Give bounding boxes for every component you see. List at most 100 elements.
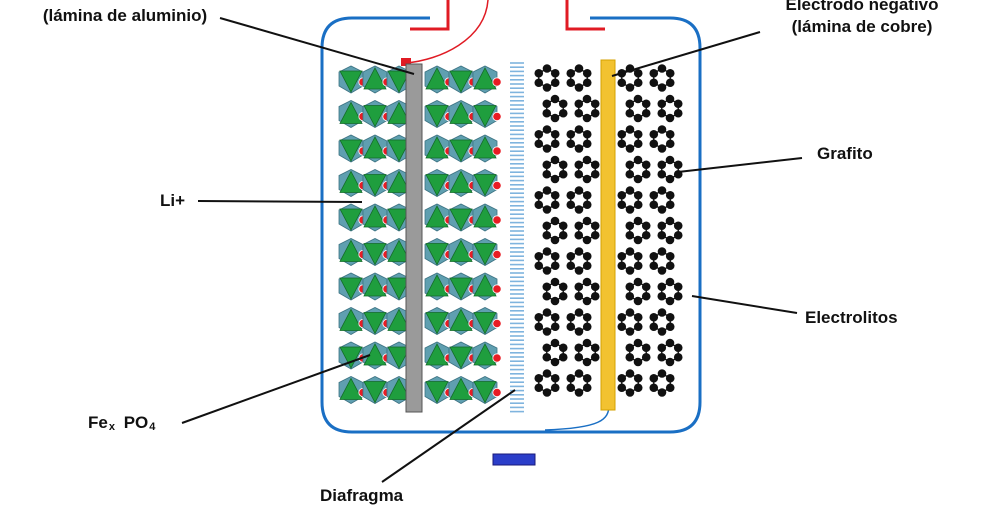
graphite-ring (534, 64, 560, 92)
positive-lead-wire (405, 0, 489, 64)
leader-line-cathode-material (181, 354, 371, 424)
lithium-ion-dot (492, 249, 502, 260)
graphite-ring (649, 186, 675, 214)
cathode-unit (424, 376, 450, 404)
cathode-unit (338, 65, 364, 94)
separator-label: Diafragma (320, 486, 404, 505)
lithium-ion-dot (492, 284, 502, 294)
graphite-ring (625, 155, 651, 184)
lithium-ion-dot (492, 318, 502, 329)
cathode-unit (472, 134, 498, 163)
graphite-ring (566, 64, 592, 92)
lithium-ion-dot (492, 215, 502, 225)
graphite-ring (617, 247, 643, 275)
cathode-unit (448, 376, 474, 404)
negative-electrode-label: Electrodo negativo (lámina de cobre) (785, 0, 939, 36)
graphite-ring (625, 338, 651, 367)
lithium-ion-dot (492, 353, 502, 363)
cathode-unit (472, 100, 498, 128)
leader-line-graphite (677, 157, 803, 173)
graphite-ring (617, 369, 643, 397)
cathode-unit (362, 272, 388, 301)
cathode-unit (448, 238, 474, 266)
cathode-unit (424, 341, 450, 370)
graphite-ring (566, 186, 592, 214)
graphite-ring (534, 125, 560, 153)
cathode-unit (386, 376, 412, 404)
cathode-unit (362, 203, 388, 232)
graphite-ring (574, 155, 600, 184)
cathode-unit (338, 307, 364, 335)
graphite-ring (534, 247, 560, 275)
lithium-ion-dot (492, 146, 502, 156)
lithium-ion-dot (492, 77, 502, 87)
cathode-unit (448, 203, 474, 232)
cathode-unit (472, 65, 498, 94)
graphite-ring (617, 186, 643, 214)
graphite-ring (542, 338, 568, 367)
graphite-ring (657, 277, 683, 306)
graphite-ring (657, 216, 683, 245)
graphite-ring (625, 94, 651, 123)
graphite-ring (574, 338, 600, 367)
graphite-ring (617, 125, 643, 153)
cathode-unit (362, 376, 388, 404)
graphite-ring (566, 125, 592, 153)
lithium-ion-dot (492, 111, 502, 122)
cathode-unit (386, 307, 412, 335)
cathode-unit (472, 307, 498, 335)
cathode-unit (448, 169, 474, 197)
graphite-ring (534, 186, 560, 214)
graphite-ring (649, 308, 675, 336)
graphite-ring (574, 94, 600, 123)
cathode-unit (386, 203, 412, 232)
bottom-tab (492, 453, 536, 466)
cathode-unit (448, 134, 474, 163)
cathode-unit (362, 238, 388, 266)
lithium-ion-label: Li+ (160, 191, 186, 210)
cathode-crystal-structure (338, 65, 502, 404)
graphite-ring (574, 216, 600, 245)
electrolytes-label: Electrolitos (805, 308, 898, 327)
cathode-unit (472, 238, 498, 266)
cathode-material-label: Fex PO4 (88, 412, 155, 438)
cathode-unit (448, 341, 474, 370)
battery-casing (320, 16, 702, 434)
cathode-unit (362, 307, 388, 335)
graphite-ring (649, 125, 675, 153)
graphite-ring (649, 369, 675, 397)
graphite-ring (657, 94, 683, 123)
cathode-unit (424, 238, 450, 266)
cathode-unit (424, 65, 450, 94)
separator-membrane (510, 62, 524, 413)
leader-line-electrolytes (691, 295, 798, 314)
graphite-label: Grafito (817, 144, 873, 163)
graphite-ring (566, 369, 592, 397)
aluminum-foil (405, 63, 423, 413)
graphite-layers (534, 64, 683, 397)
cathode-unit (472, 376, 498, 404)
cathode-unit (472, 272, 498, 301)
cathode-unit (386, 100, 412, 128)
leader-line-positive (219, 17, 415, 75)
graphite-ring (542, 94, 568, 123)
graphite-ring (566, 308, 592, 336)
cathode-unit (338, 341, 364, 370)
cathode-unit (448, 65, 474, 94)
cathode-unit (362, 65, 388, 94)
negative-lead-wire (544, 404, 610, 431)
lithium-ion-dot (492, 387, 502, 398)
cathode-unit (472, 169, 498, 197)
cathode-material-x: x (108, 421, 115, 433)
cathode-material-po: PO (123, 413, 149, 432)
copper-foil (600, 59, 616, 411)
leader-line-lithium (197, 200, 363, 203)
graphite-ring (617, 308, 643, 336)
cathode-unit (448, 100, 474, 128)
cathode-unit (386, 169, 412, 197)
negative-terminal (565, 0, 605, 31)
graphite-ring (534, 308, 560, 336)
graphite-ring (566, 247, 592, 275)
cathode-unit (424, 272, 450, 301)
